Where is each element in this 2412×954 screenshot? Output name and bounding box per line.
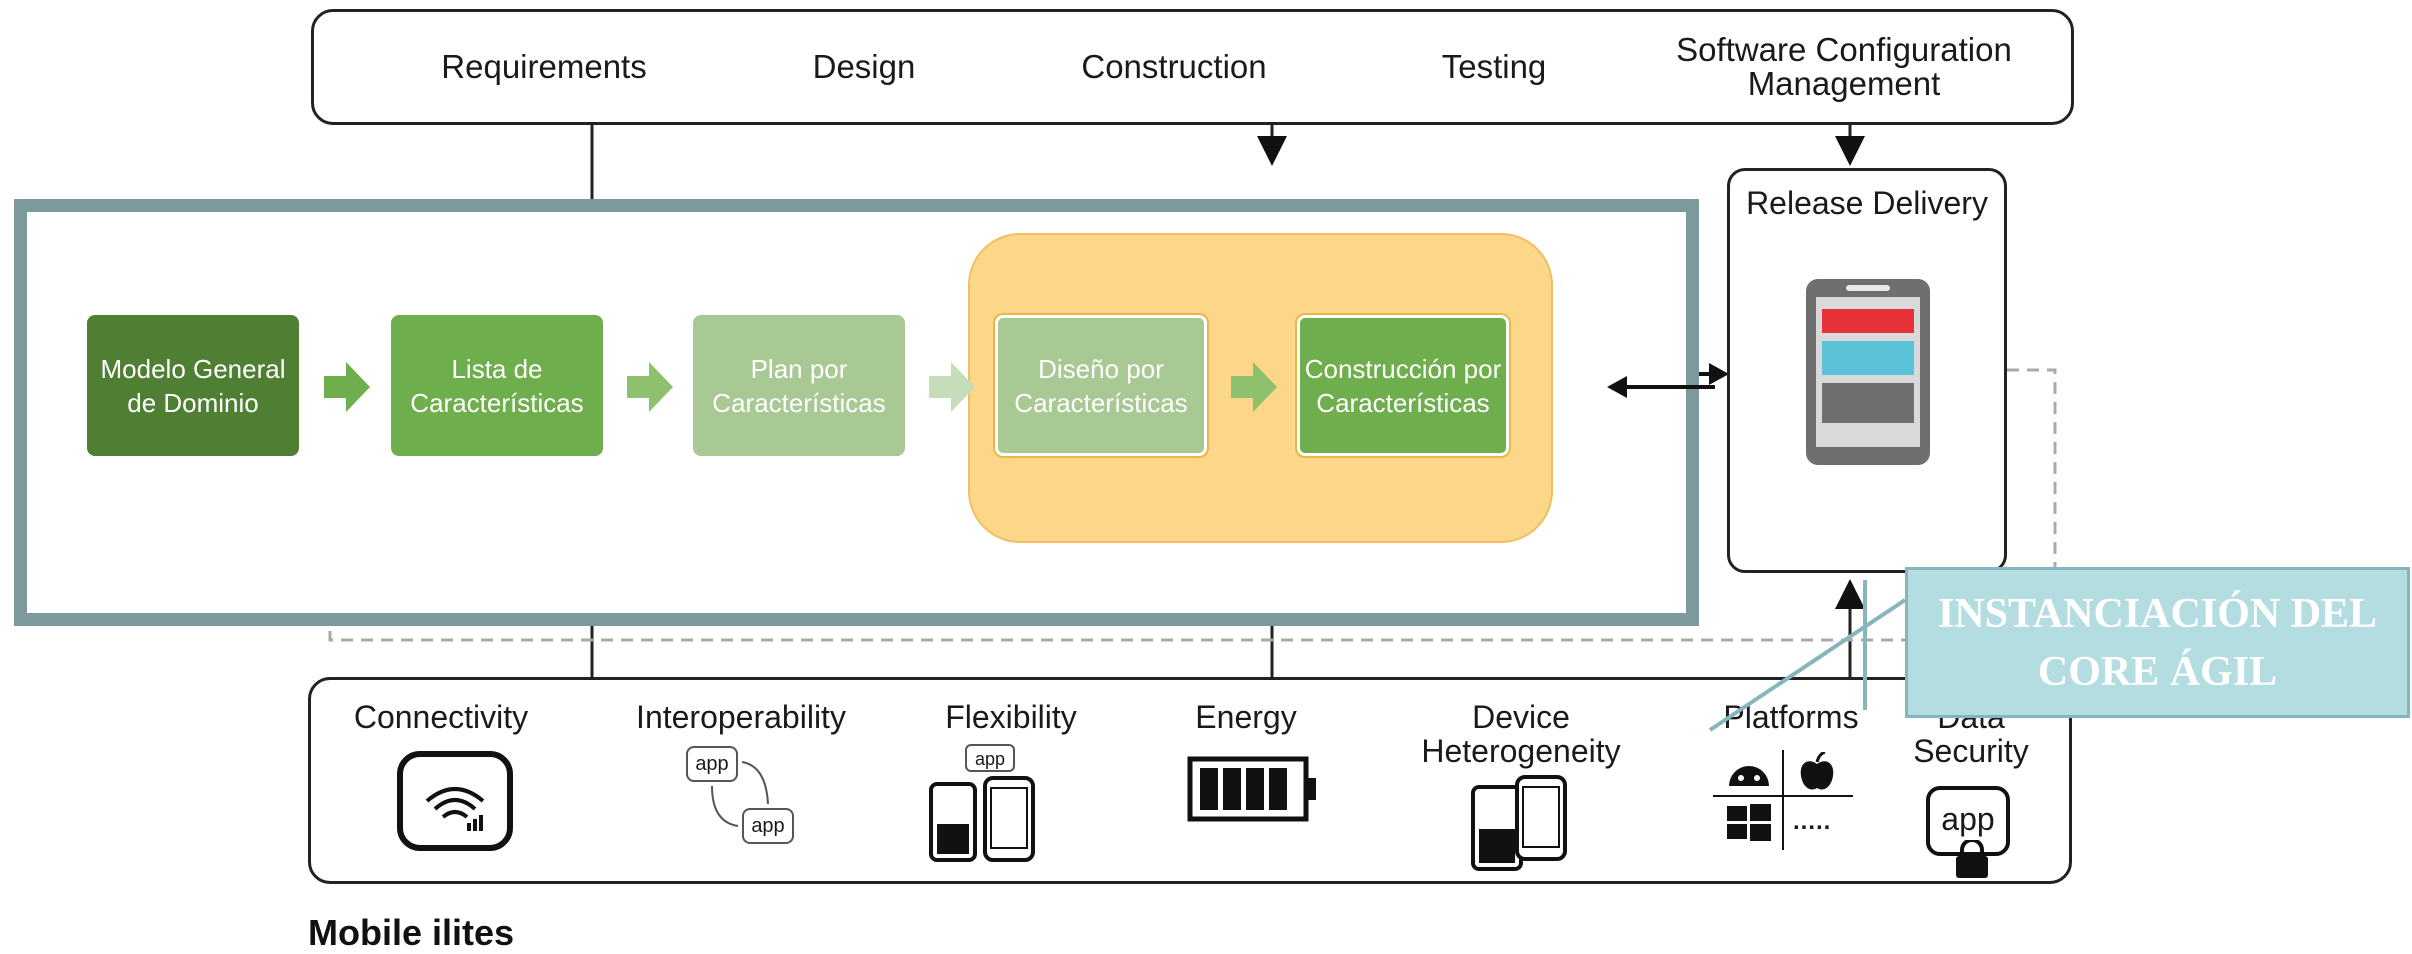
phase-requirements: Requirements [441,48,647,85]
release-delivery-box: Release Delivery [1727,168,2007,573]
phase-design: Design [812,48,916,85]
app-exchange-icon: app app [686,746,806,866]
windows-icon [1727,804,1771,841]
battery-icon [1187,756,1316,822]
arrow-right-icon [627,362,673,412]
lifecycle-phase-bar: Requirements Design Construction Testing… [311,9,2074,125]
ility-connectivity: Connectivity [353,699,529,735]
wifi-icon [397,751,513,851]
process-diseno-caracteristicas: Diseño por Características [995,315,1207,456]
devices-icon [1471,775,1567,871]
agile-core-callout: INSTANCIACIÓN DEL CORE ÁGIL [1905,567,2410,718]
agile-core-frame: Modelo General de Dominio Lista de Carac… [14,199,1715,626]
phone-icon [1806,279,1930,465]
android-icon [1729,766,1769,786]
process-plan-caracteristicas: Plan por Características [693,315,905,456]
phase-testing: Testing [1441,48,1547,85]
arrow-right-icon [324,362,370,412]
ility-device-heterogeneity: Device Heterogeneity [1421,699,1621,769]
arrow-right-icon [1231,362,1277,412]
arrow-right-icon [1699,363,1729,385]
mobile-ilities-bar: Connectivity Interoperability Flexibilit… [308,677,2072,884]
bidirectional-arrow [1607,376,1715,398]
lock-icon: app [1926,786,2016,882]
ility-interoperability: Interoperability [636,699,846,735]
release-title: Release Delivery [1746,185,1988,221]
more-platforms: ..... [1793,808,1832,835]
phase-software-configuration-management: Software Configuration Management [1676,31,2012,102]
process-modelo-general: Modelo General de Dominio [87,315,299,456]
phase-construction: Construction [1081,48,1267,85]
process-lista-caracteristicas: Lista de Características [391,315,603,456]
ility-flexibility: Flexibility [945,699,1077,735]
platforms-icon: ..... [1713,750,1853,850]
ility-energy: Energy [1195,699,1297,735]
process-construccion-caracteristicas: Construcción por Características [1297,315,1509,456]
apple-icon [1800,752,1834,790]
arrow-right-icon [929,362,975,412]
mobile-ilities-caption: Mobile ilites [308,912,515,953]
callout-pointer [1708,580,1907,732]
devices-icon: app [929,744,1059,874]
